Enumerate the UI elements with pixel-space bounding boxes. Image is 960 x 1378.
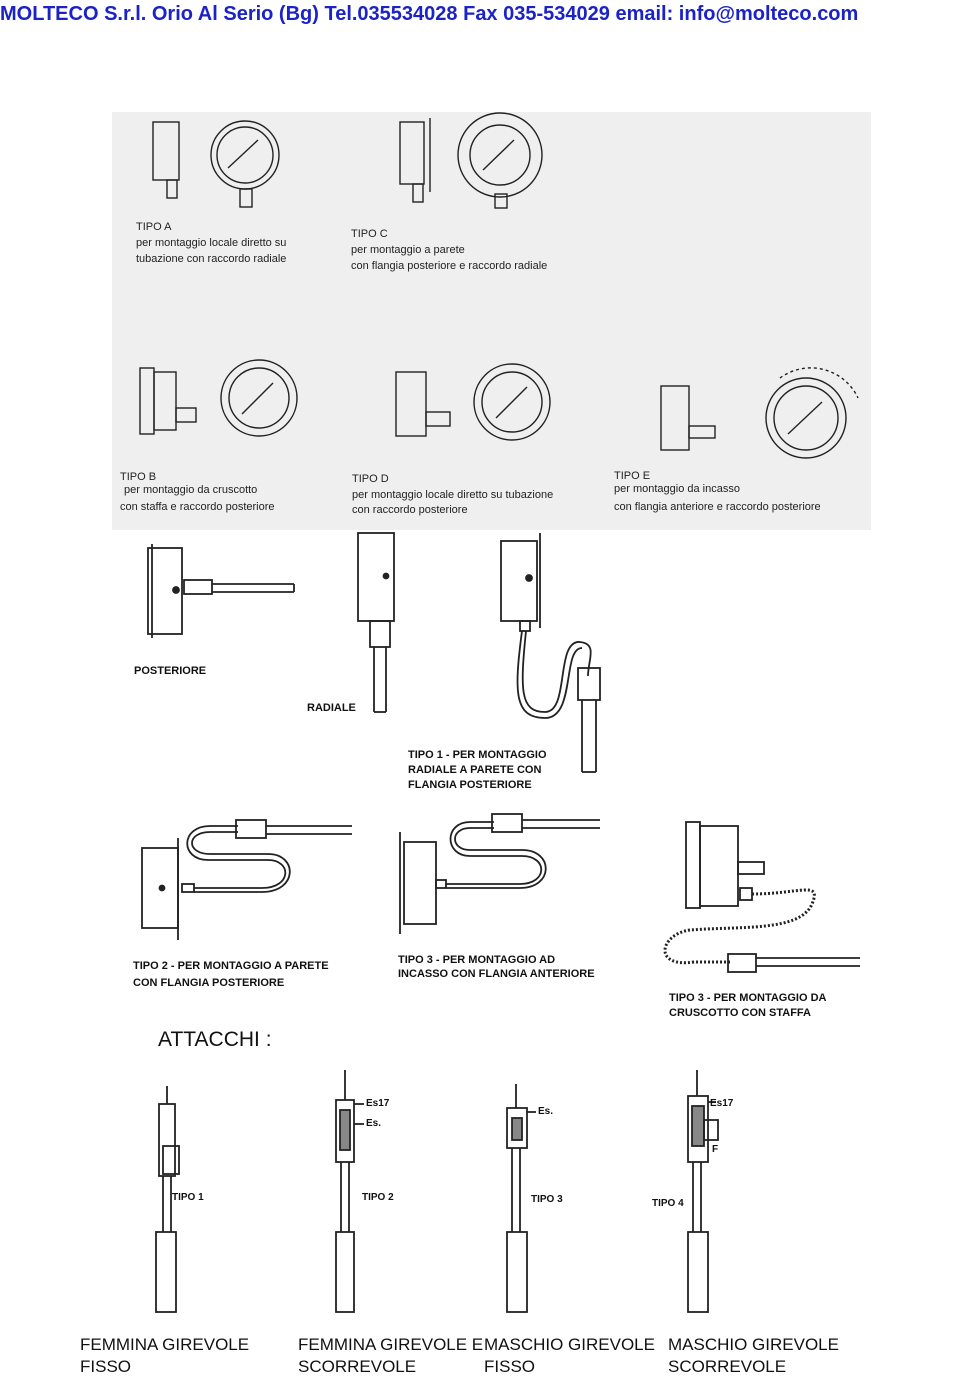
tipo3-cruscotto-drawing bbox=[663, 821, 860, 973]
tipo2-line1: TIPO 2 - PER MONTAGGIO A PARETE bbox=[133, 960, 329, 972]
tipo-e-line1: per montaggio da incasso bbox=[614, 483, 740, 495]
attacco-tipo2-caption-line2: SCORREVOLE bbox=[298, 1357, 417, 1376]
tipo-d-line2: con raccordo posteriore bbox=[352, 504, 468, 516]
attacco-tipo3-caption-line1: MASCHIO GIREVOLE bbox=[484, 1335, 655, 1354]
attacco-tipo3-drawing bbox=[506, 1084, 536, 1313]
tipo1-line1: TIPO 1 - PER MONTAGGIO bbox=[408, 749, 547, 761]
tipo-a-line2: tubazione con raccordo radiale bbox=[136, 253, 286, 265]
posteriore-label: POSTERIORE bbox=[134, 665, 206, 677]
attacchi-title: ATTACCHI : bbox=[158, 1028, 272, 1051]
radiale-label: RADIALE bbox=[307, 702, 356, 714]
attacco-tipo3-label: TIPO 3 bbox=[531, 1194, 563, 1205]
tipo3b-line1: TIPO 3 - PER MONTAGGIO DA bbox=[669, 992, 827, 1004]
attacco-tipo3-mark-es: Es. bbox=[538, 1106, 553, 1117]
tipo-c-line2: con flangia posteriore e raccordo radial… bbox=[351, 260, 547, 272]
attacco-tipo1-caption: FEMMINA GIREVOLE FISSO bbox=[80, 1334, 249, 1378]
attacco-tipo4-label: TIPO 4 bbox=[652, 1198, 684, 1209]
posteriore-drawing bbox=[147, 544, 295, 638]
attacco-tipo1-drawing bbox=[155, 1086, 180, 1313]
radiale-drawing bbox=[357, 532, 395, 713]
attacco-tipo4-drawing bbox=[687, 1070, 719, 1313]
attacco-tipo2-caption: FEMMINA GIREVOLE E SCORREVOLE bbox=[298, 1334, 483, 1378]
attacco-tipo2-drawing bbox=[335, 1070, 364, 1313]
attacco-tipo1-caption-line2: FISSO bbox=[80, 1357, 132, 1376]
tipo1-mounting-drawing bbox=[500, 533, 601, 773]
tipo-d-title: TIPO D bbox=[352, 473, 389, 485]
attacco-tipo4-mark-f: F bbox=[712, 1144, 718, 1155]
gauge-tipo-b-drawing bbox=[139, 359, 298, 437]
attacco-tipo4-mark-es17: Es17 bbox=[710, 1098, 734, 1109]
tipo-b-line2: con staffa e raccordo posteriore bbox=[120, 501, 275, 513]
attacco-tipo2-label: TIPO 2 bbox=[362, 1192, 394, 1203]
attacco-tipo3-caption: MASCHIO GIREVOLE FISSO bbox=[484, 1334, 655, 1378]
gauge-tipo-c-drawing bbox=[399, 112, 543, 209]
gauge-tipo-d-drawing bbox=[395, 363, 551, 441]
tipo-d-line1: per montaggio locale diretto su tubazion… bbox=[352, 489, 553, 501]
tipo2-mounting-drawing bbox=[141, 819, 352, 940]
tipo3a-line2: INCASSO CON FLANGIA ANTERIORE bbox=[398, 968, 595, 980]
attacco-tipo2-caption-line1: FEMMINA GIREVOLE E bbox=[298, 1335, 484, 1354]
tipo2-line2: CON FLANGIA POSTERIORE bbox=[133, 977, 284, 989]
gauge-tipo-a-drawing bbox=[152, 120, 280, 208]
tipo-a-line1: per montaggio locale diretto su bbox=[136, 237, 286, 249]
attacco-tipo2-mark-es17: Es17 bbox=[366, 1098, 390, 1109]
tipo3a-line1: TIPO 3 - PER MONTAGGIO AD bbox=[398, 954, 555, 966]
tipo3b-line2: CRUSCOTTO CON STAFFA bbox=[669, 1007, 811, 1019]
tipo-e-line2: con flangia anteriore e raccordo posteri… bbox=[614, 501, 821, 513]
tipo-c-title: TIPO C bbox=[351, 228, 388, 240]
attacco-tipo4-caption-line1: MASCHIO GIREVOLE bbox=[668, 1335, 839, 1354]
tipo3-incasso-drawing bbox=[399, 813, 600, 934]
attacco-tipo2-mark-es: Es. bbox=[366, 1118, 381, 1129]
attacco-tipo3-caption-line2: FISSO bbox=[484, 1357, 536, 1376]
tipo-b-line1: per montaggio da cruscotto bbox=[124, 484, 257, 496]
tipo-b-title: TIPO B bbox=[120, 471, 156, 483]
attacco-tipo4-caption: MASCHIO GIREVOLE SCORREVOLE bbox=[668, 1334, 839, 1378]
page-header: MOLTECO S.r.l. Orio Al Serio (Bg) Tel.03… bbox=[0, 3, 859, 25]
attacco-tipo4-caption-line2: SCORREVOLE bbox=[668, 1357, 787, 1376]
attacco-tipo1-label: TIPO 1 bbox=[172, 1192, 204, 1203]
tipo1-line3: FLANGIA POSTERIORE bbox=[408, 779, 532, 791]
tipo-e-title: TIPO E bbox=[614, 470, 650, 482]
tipo1-line2: RADIALE A PARETE CON bbox=[408, 764, 541, 776]
tipo-c-line1: per montaggio a parete bbox=[351, 244, 465, 256]
attacco-tipo1-caption-line1: FEMMINA GIREVOLE bbox=[80, 1335, 250, 1354]
tipo-a-title: TIPO A bbox=[136, 221, 172, 233]
gauge-tipo-e-drawing bbox=[660, 367, 859, 459]
